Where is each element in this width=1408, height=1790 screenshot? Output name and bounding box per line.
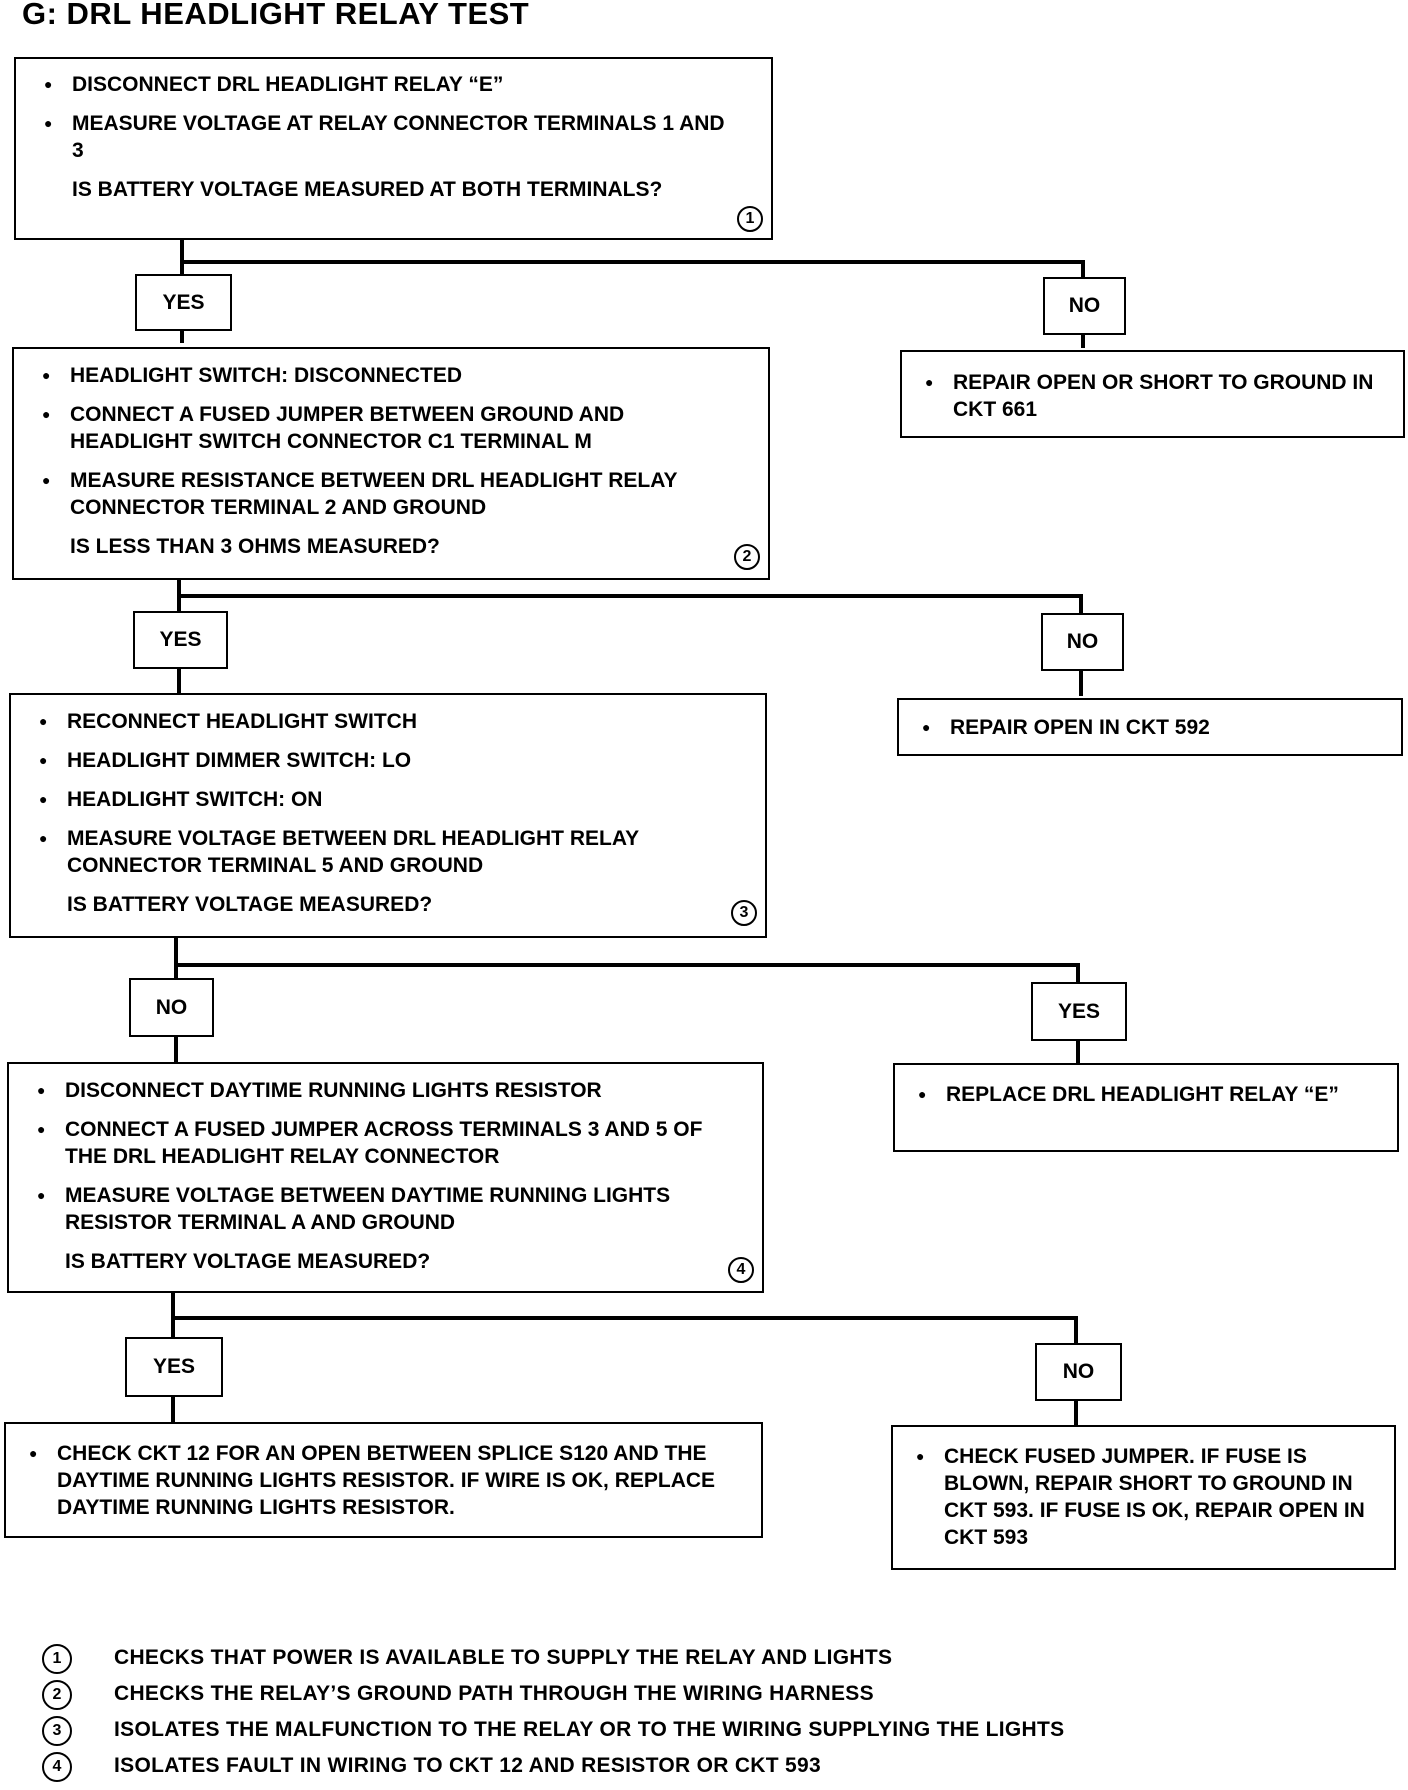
note-number: 2: [42, 1680, 72, 1710]
step-4-no-label: NO: [1035, 1343, 1122, 1401]
step-3-item: HEADLIGHT SWITCH: ON: [36, 786, 745, 813]
step-4-item: CONNECT A FUSED JUMPER ACROSS TERMINALS …: [34, 1116, 742, 1170]
step-3-no-label: NO: [129, 978, 214, 1037]
step-4-result-text: CHECK FUSED JUMPER. IF FUSE IS BLOWN, RE…: [913, 1443, 1374, 1551]
note-number: 4: [42, 1752, 72, 1782]
step-3-number: 3: [731, 900, 757, 926]
step-2-question: IS LESS THAN 3 OHMS MEASURED?: [70, 535, 440, 558]
step-4-item: MEASURE VOLTAGE BETWEEN DAYTIME RUNNING …: [34, 1182, 742, 1236]
step-2-item: HEADLIGHT SWITCH: DISCONNECTED: [39, 362, 748, 389]
note-number: 3: [42, 1716, 72, 1746]
step-1-number: 1: [737, 206, 763, 232]
step-1-box: DISCONNECT DRL HEADLIGHT RELAY “E” MEASU…: [14, 57, 773, 240]
step-1-item: MEASURE VOLTAGE AT RELAY CONNECTOR TERMI…: [41, 110, 751, 164]
step-4-box: DISCONNECT DAYTIME RUNNING LIGHTS RESIST…: [7, 1062, 764, 1293]
step-3-yes-result: REPLACE DRL HEADLIGHT RELAY “E”: [893, 1063, 1399, 1152]
step-4-no-result: CHECK FUSED JUMPER. IF FUSE IS BLOWN, RE…: [891, 1425, 1396, 1570]
step-1-result-text: REPAIR OPEN OR SHORT TO GROUND IN CKT 66…: [922, 369, 1383, 423]
step-3-item: HEADLIGHT DIMMER SWITCH: LO: [36, 747, 745, 774]
step-3-item: MEASURE VOLTAGE BETWEEN DRL HEADLIGHT RE…: [36, 825, 745, 879]
note-text: ISOLATES FAULT IN WIRING TO CKT 12 AND R…: [114, 1754, 821, 1777]
step-2-item: CONNECT A FUSED JUMPER BETWEEN GROUND AN…: [39, 401, 748, 455]
step-2-result-text: REPAIR OPEN IN CKT 592: [919, 714, 1381, 741]
step-4-item: DISCONNECT DAYTIME RUNNING LIGHTS RESIST…: [34, 1077, 742, 1104]
step-4-yes-label: YES: [125, 1337, 223, 1397]
step-3-result-text: REPLACE DRL HEADLIGHT RELAY “E”: [915, 1081, 1377, 1108]
page-title: G: DRL HEADLIGHT RELAY TEST: [22, 0, 530, 31]
step-3-box: RECONNECT HEADLIGHT SWITCH HEADLIGHT DIM…: [9, 693, 767, 938]
note-text: CHECKS THE RELAY’S GROUND PATH THROUGH T…: [114, 1682, 874, 1705]
note-number: 1: [42, 1644, 72, 1674]
step-3-question: IS BATTERY VOLTAGE MEASURED?: [67, 893, 433, 916]
step-1-question: IS BATTERY VOLTAGE MEASURED AT BOTH TERM…: [72, 178, 663, 201]
step-4-number: 4: [728, 1257, 754, 1283]
note-text: ISOLATES THE MALFUNCTION TO THE RELAY OR…: [114, 1718, 1065, 1741]
step-1-no-label: NO: [1043, 277, 1126, 335]
step-2-no-result: REPAIR OPEN IN CKT 592: [897, 698, 1403, 756]
step-1-item: DISCONNECT DRL HEADLIGHT RELAY “E”: [41, 71, 751, 98]
final-yes-result: CHECK CKT 12 FOR AN OPEN BETWEEN SPLICE …: [4, 1422, 763, 1538]
step-2-no-label: NO: [1041, 613, 1124, 671]
step-3-item: RECONNECT HEADLIGHT SWITCH: [36, 708, 745, 735]
step-2-item: MEASURE RESISTANCE BETWEEN DRL HEADLIGHT…: [39, 467, 748, 521]
note-text: CHECKS THAT POWER IS AVAILABLE TO SUPPLY…: [114, 1646, 893, 1669]
step-3-yes-label: YES: [1031, 982, 1127, 1041]
final-yes-result-text: CHECK CKT 12 FOR AN OPEN BETWEEN SPLICE …: [26, 1440, 741, 1521]
step-1-yes-label: YES: [135, 274, 232, 331]
step-1-no-result: REPAIR OPEN OR SHORT TO GROUND IN CKT 66…: [900, 350, 1405, 438]
step-2-number: 2: [734, 544, 760, 570]
step-4-question: IS BATTERY VOLTAGE MEASURED?: [65, 1250, 431, 1273]
step-2-box: HEADLIGHT SWITCH: DISCONNECTED CONNECT A…: [12, 347, 770, 580]
step-2-yes-label: YES: [133, 611, 228, 669]
